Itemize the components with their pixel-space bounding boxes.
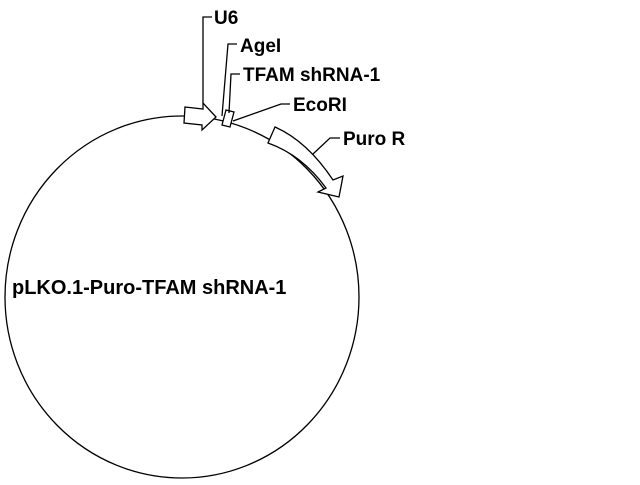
puro-r-leader-line [312,137,340,155]
u6-feature-arrow [183,101,217,132]
puro-r-feature-arrow [267,126,344,198]
tfam-shrna-leader-line [228,73,240,114]
puro-r-label: Puro R [343,129,406,150]
plasmid-name: pLKO.1-Puro-TFAM shRNA-1 [12,277,286,299]
u6-leader-line [202,16,212,103]
ecori-leader-line [232,103,290,122]
tfam-shrna-label: TFAM shRNA-1 [243,65,381,86]
agei-leader-line [221,43,237,117]
ecori-label: EcoRI [293,95,347,116]
plasmid-backbone-circle [4,115,360,479]
agei-label: AgeI [240,36,281,57]
u6-label: U6 [214,8,238,29]
tfam-shrna-feature-box [221,109,235,128]
